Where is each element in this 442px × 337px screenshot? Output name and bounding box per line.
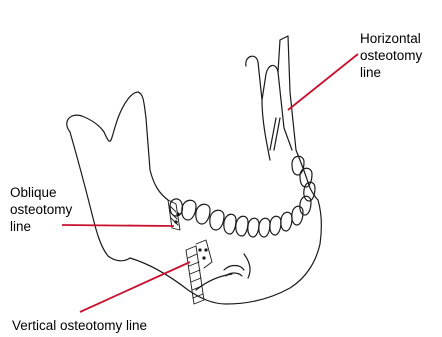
oblique-osteotomy-label: Oblique osteotomy line <box>10 184 72 235</box>
horizontal-pointer-line <box>288 54 358 110</box>
foramen-icon <box>224 266 244 277</box>
oblique-pointer-line <box>62 225 174 226</box>
vertical-pointer-line <box>80 262 190 312</box>
horizontal-osteotomy-label: Horizontal osteotomy line <box>360 30 422 81</box>
mandible-drawing-icon <box>67 36 322 304</box>
vertical-osteotomy-label: Vertical osteotomy line <box>12 317 147 334</box>
teeth-row-icon <box>170 156 315 237</box>
